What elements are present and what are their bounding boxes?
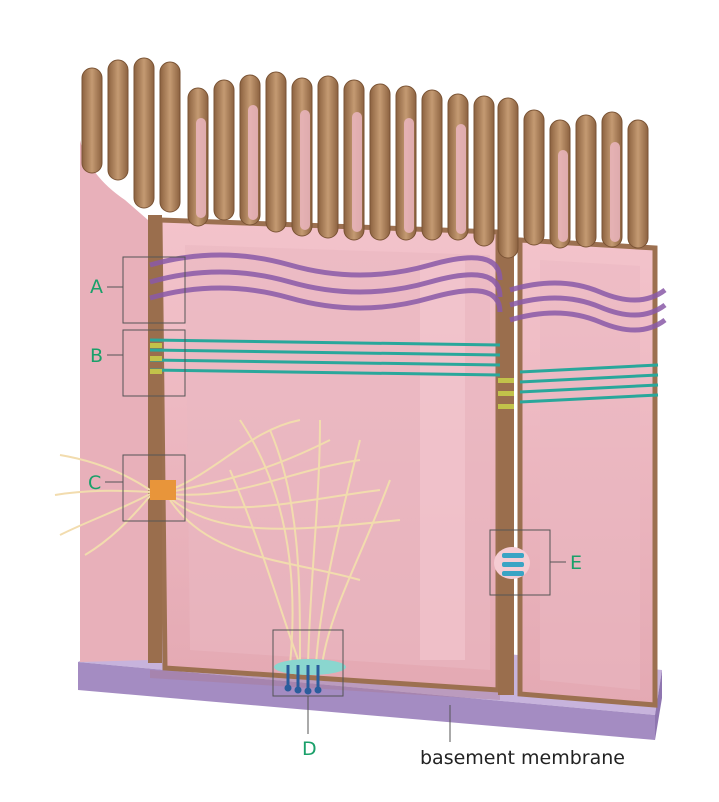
label-b: B xyxy=(90,345,103,367)
callout-box-b xyxy=(122,329,186,397)
left-cell xyxy=(80,95,150,662)
label-basement-membrane: basement membrane xyxy=(420,747,625,769)
tight-junction-band xyxy=(149,252,667,333)
callout-box-c xyxy=(122,454,186,522)
intermediate-filaments xyxy=(54,419,401,666)
label-c: C xyxy=(88,472,101,494)
adherens-junction-band xyxy=(149,338,659,404)
left-lateral-membrane xyxy=(148,215,162,663)
label-a: A xyxy=(90,276,103,298)
gap-junction xyxy=(494,547,530,579)
microvilli xyxy=(81,57,649,259)
hemidesmosome xyxy=(274,659,346,695)
label-e: E xyxy=(570,552,582,574)
right-cell xyxy=(517,237,658,708)
label-d: D xyxy=(302,738,317,760)
callout-box-a xyxy=(122,256,186,324)
